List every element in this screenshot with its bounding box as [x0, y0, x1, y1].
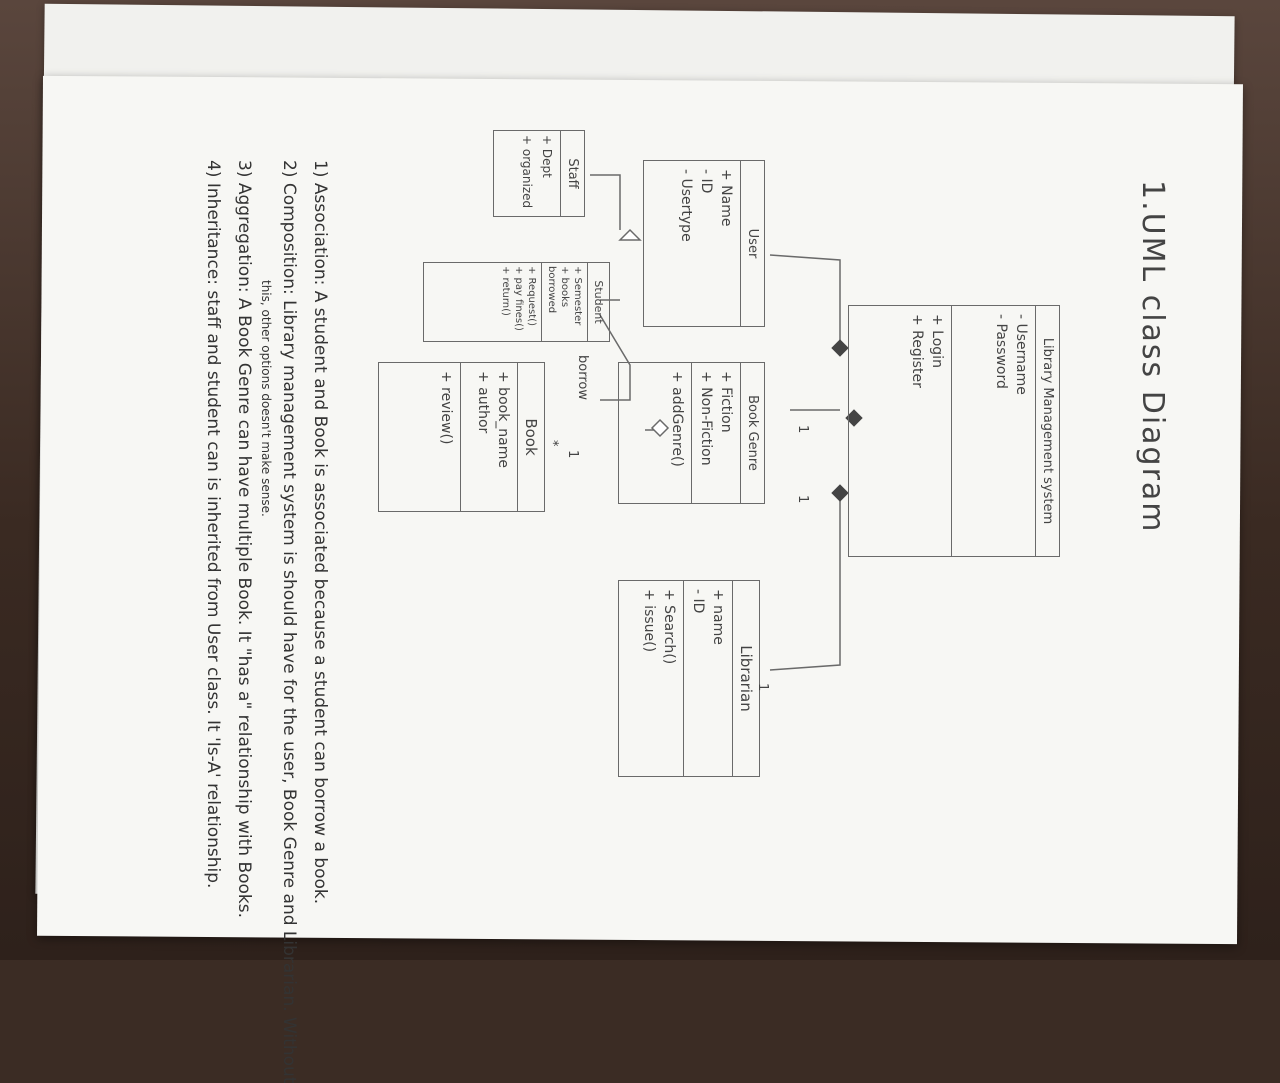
class-librarian: Librarian + name - ID + Search() + issue… [618, 580, 760, 777]
method: + review() [438, 371, 454, 445]
notes-section: 1) Association: A student and Book is as… [197, 160, 335, 1083]
class-attributes: + Semester + books borrowed [541, 263, 587, 341]
generalization-triangle [618, 228, 642, 241]
class-name: Book [517, 363, 544, 511]
class-methods: + Login + Register [903, 306, 951, 556]
attribute: + Semester [572, 266, 583, 326]
student-book-link [599, 314, 631, 401]
attribute: + Dept [540, 135, 554, 178]
borrow-label: borrow [575, 355, 590, 400]
class-methods: + Search() + issue() [635, 581, 683, 776]
attribute: + Non-Fiction [698, 371, 714, 466]
class-name: User [740, 161, 764, 326]
class-methods: + addGenre() [663, 363, 691, 503]
class-student: Student + Semester + books borrowed + Re… [423, 262, 610, 342]
multiplicity-book-genre: 1 [565, 450, 580, 459]
class-attributes: + Name - ID - Usertype [672, 161, 740, 326]
multiplicity-book-many: * [545, 440, 560, 447]
librarian-system-link [769, 490, 841, 671]
class-book: Book + book_name + author + review() [378, 362, 545, 512]
class-name: Staff [560, 131, 584, 216]
class-user: User + Name - ID - Usertype [643, 160, 765, 327]
class-name: Book Genre [740, 363, 764, 503]
composition-diamond-user [831, 339, 849, 357]
method: + Search() [661, 589, 677, 665]
class-book-genre: Book Genre + Fiction + Non-Fiction + add… [618, 362, 765, 504]
attribute: + books borrowed [546, 266, 570, 314]
attribute: + organized [520, 135, 534, 209]
attribute: - Usertype [678, 169, 694, 242]
class-name: Librarian [732, 581, 759, 776]
attribute: + name [710, 589, 726, 645]
attribute: - ID [690, 589, 706, 614]
attribute: - Password [993, 314, 1009, 389]
class-attributes: + book_name + author [460, 363, 517, 511]
class-attributes: + name - ID [683, 581, 732, 776]
note-composition-sub: this, other options doesn't make sense. [259, 280, 273, 517]
user-system-link [769, 254, 841, 345]
class-methods: + review() [432, 363, 460, 511]
method: + Login [929, 314, 945, 368]
class-staff: Staff + Dept + organized [493, 130, 585, 217]
composition-diamond-librarian [831, 484, 849, 502]
note-composition: 2) Composition: Library management syste… [259, 160, 304, 1083]
method: + Register [909, 314, 925, 388]
note-inheritance: 4) Inheritance: staff and student can is… [203, 160, 223, 889]
method: + Request() [526, 266, 537, 326]
multiplicity-librarian: 1 [795, 495, 810, 504]
multiplicity-genre: 1 [795, 425, 810, 434]
attribute: + book_name [495, 371, 511, 469]
class-methods: + Request() + pay fines() + return() [496, 263, 541, 341]
class-attributes: + Dept + organized [514, 131, 560, 216]
method: + addGenre() [669, 371, 685, 467]
method: + return() [500, 266, 511, 316]
attribute: + Fiction [718, 371, 734, 433]
class-attributes: - Username - Password [951, 306, 1035, 556]
attribute: + Name [718, 169, 734, 227]
rotated-page: 1.UML class Diagram Library Managem [197, 130, 1170, 1083]
attribute: + author [475, 371, 491, 434]
aggregation-diamond [650, 418, 670, 438]
method: + issue() [641, 589, 657, 653]
class-name: Library Management system [1035, 306, 1059, 556]
note-composition-text: 2) Composition: Library management syste… [279, 160, 299, 1083]
drawing-stage: 1.UML class Diagram Library Managem [197, 130, 1170, 1083]
class-library-system: Library Management system - Username - P… [848, 305, 1060, 557]
connectors [590, 174, 863, 671]
composition-diamond-genre [845, 409, 863, 427]
note-aggregation: 3) Aggregation: A Book Genre can have mu… [234, 160, 254, 919]
staff-user-link [590, 174, 621, 230]
method: + pay fines() [513, 266, 524, 331]
note-association: 1) Association: A student and Book is as… [310, 160, 330, 905]
attribute: - ID [698, 169, 714, 194]
multiplicity-librarian-end: 1 [755, 683, 770, 692]
attribute: - Username [1013, 314, 1029, 395]
class-attributes: + Fiction + Non-Fiction [691, 363, 740, 503]
class-name: Student [587, 263, 609, 341]
